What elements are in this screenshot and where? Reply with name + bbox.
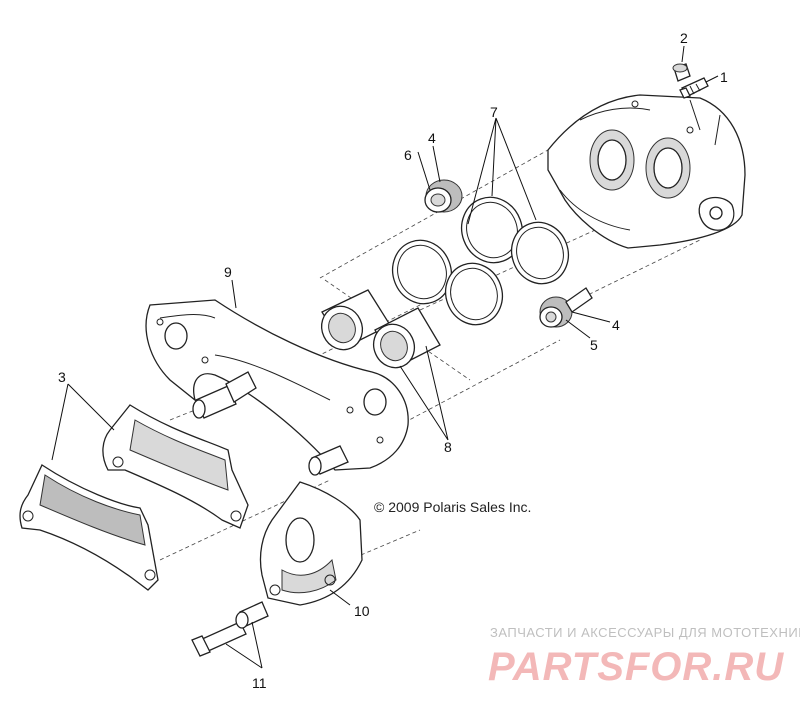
callout-4-lower: 4 — [612, 317, 620, 333]
watermark-logo: PARTSFOR.RU — [488, 645, 784, 689]
callout-4-upper: 4 — [428, 130, 436, 146]
callout-7: 7 — [490, 104, 498, 120]
inner-brake-pad — [102, 404, 249, 529]
caliper-body — [547, 94, 746, 249]
pistons — [320, 289, 441, 369]
bracket-pins — [192, 371, 349, 476]
callout-11: 11 — [252, 675, 267, 691]
mounting-bolts — [191, 601, 269, 657]
leader-lines — [51, 45, 719, 669]
callout-8: 8 — [444, 439, 452, 455]
callout-9: 9 — [224, 264, 232, 280]
watermark-caption: ЗАПЧАСТИ И АКСЕССУАРЫ ДЛЯ МОТОТЕХНИКИ — [490, 625, 800, 640]
seal-boot-left — [424, 179, 463, 213]
callout-10: 10 — [354, 603, 370, 619]
seal-boot-right — [539, 287, 593, 328]
bleeder-cap — [672, 63, 691, 82]
bleeder-screw — [679, 77, 709, 99]
callout-6: 6 — [404, 147, 412, 163]
copyright-notice: © 2009 Polaris Sales Inc. — [374, 499, 531, 515]
callout-5: 5 — [590, 337, 598, 353]
piston-seals — [391, 196, 570, 326]
callout-1: 1 — [720, 69, 728, 85]
callout-labels: 1 2 3 4 4 5 6 7 8 9 10 11 — [58, 30, 728, 691]
callout-2: 2 — [680, 30, 688, 46]
mounting-plate — [259, 481, 363, 606]
caliper-bracket — [145, 299, 409, 471]
watermark: ЗАПЧАСТИ И АКСЕССУАРЫ ДЛЯ МОТОТЕХНИКИ PA… — [488, 625, 800, 689]
outer-brake-pad — [19, 464, 159, 591]
callout-3: 3 — [58, 369, 66, 385]
